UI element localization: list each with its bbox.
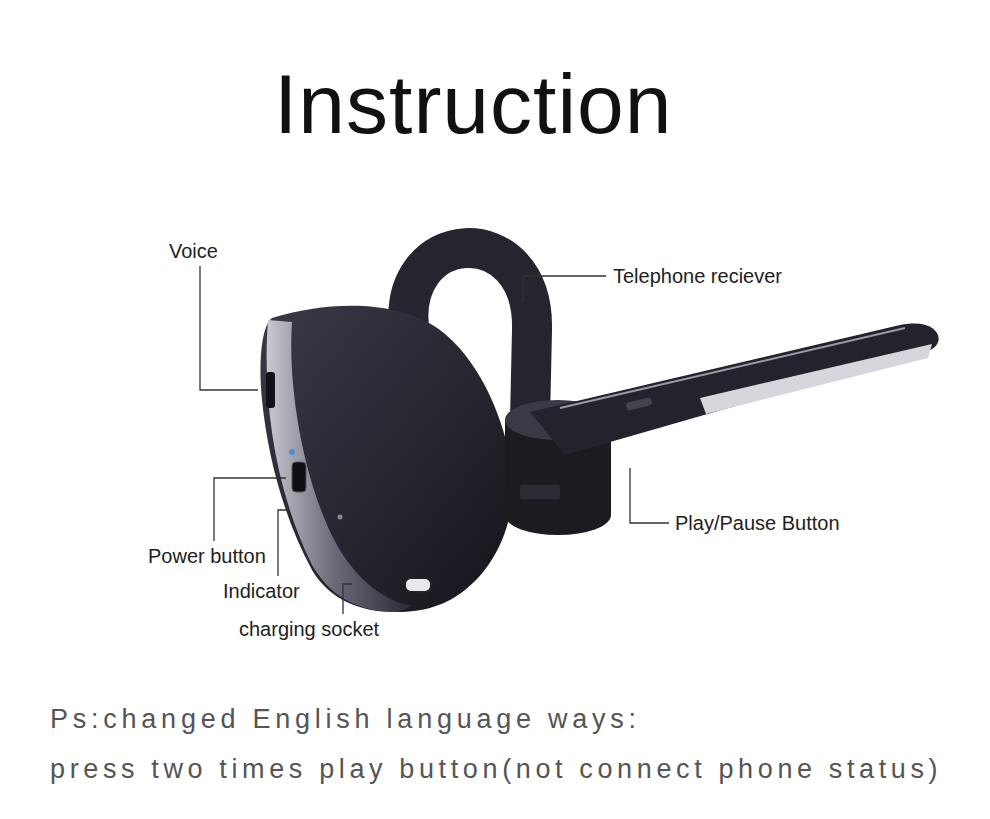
boom-stripe	[700, 344, 932, 414]
boom-highlight	[560, 328, 905, 408]
indicator-dot	[338, 515, 343, 520]
cert-marks	[520, 485, 560, 499]
note-text: press two times play button(not connect …	[50, 754, 942, 785]
leader-line	[630, 468, 669, 523]
charging-socket	[405, 578, 431, 592]
part-label: Voice	[168, 240, 219, 263]
boom-arm	[530, 323, 939, 455]
note-text: Ps:changed English language ways:	[50, 704, 641, 735]
power-button	[292, 462, 306, 492]
leader-line	[200, 266, 258, 390]
part-label: Indicator	[222, 580, 301, 603]
part-label: charging socket	[238, 618, 380, 641]
headset-body	[260, 306, 512, 612]
play-button	[625, 397, 652, 411]
chrome-edge	[267, 320, 412, 612]
part-label: Telephone reciever	[612, 265, 783, 288]
power-icon	[289, 449, 295, 455]
leader-line	[214, 478, 286, 541]
voice-button	[266, 372, 275, 408]
title: Instruction	[274, 62, 673, 146]
leader-line	[278, 510, 288, 576]
part-label: Play/Pause Button	[674, 512, 841, 535]
leader-line	[523, 276, 606, 302]
leader-line	[343, 584, 352, 614]
part-label: Power button	[147, 545, 267, 568]
